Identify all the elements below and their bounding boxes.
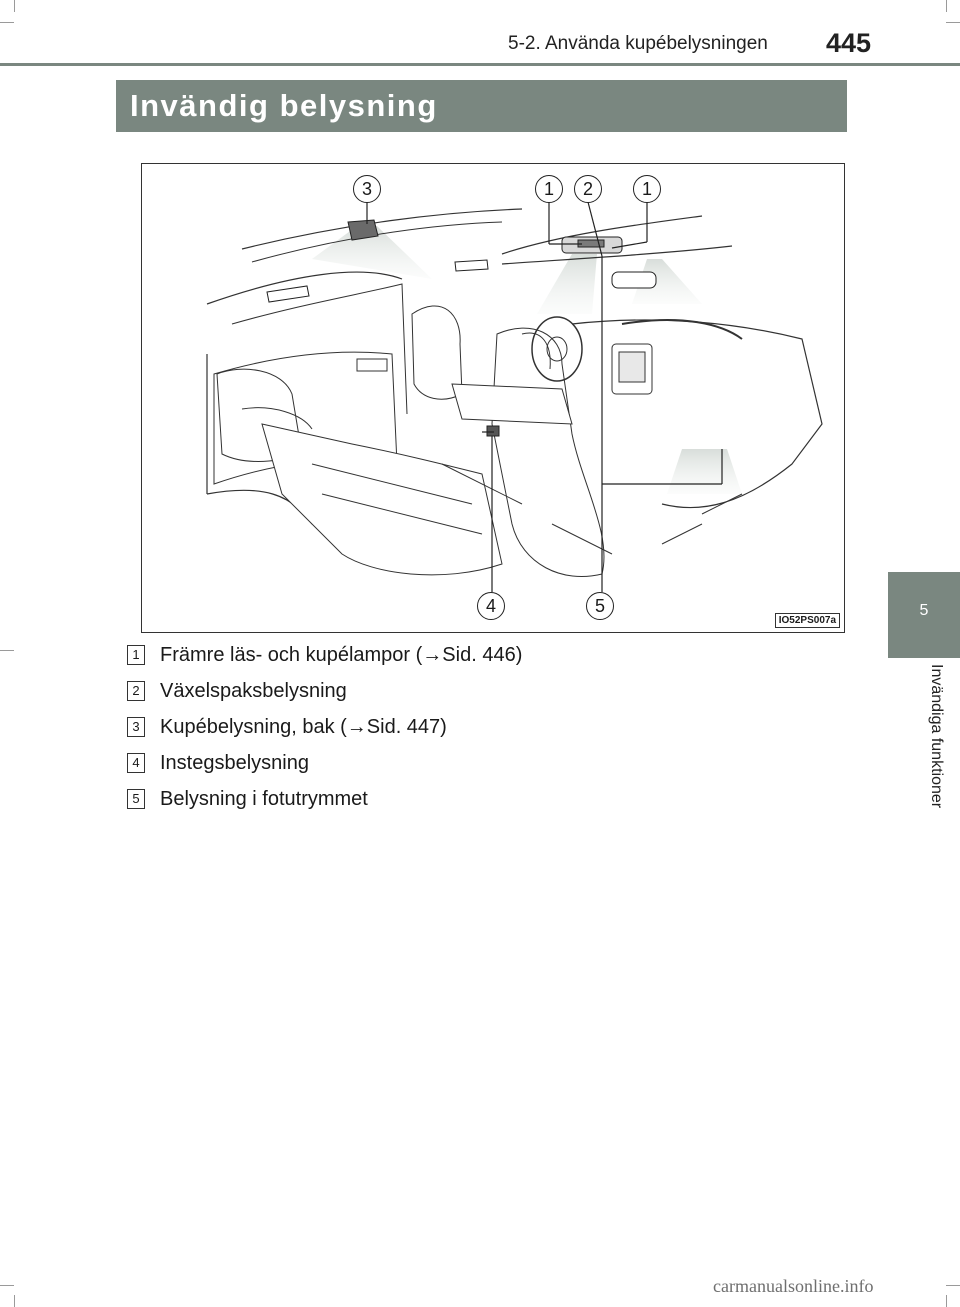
page-number: 445	[826, 28, 872, 58]
crop-mark	[14, 1295, 15, 1307]
legend-number: 3	[127, 717, 145, 737]
crop-mark	[14, 0, 15, 12]
callout-4: 4	[477, 592, 505, 620]
interior-lighting-figure: 3 1 2 1 4 5 IO52PS007a	[141, 163, 845, 633]
crop-mark	[0, 1285, 14, 1286]
legend-number: 1	[127, 645, 145, 665]
legend-item-3: 3 Kupébelysning, bak (→Sid. 447)	[127, 712, 447, 742]
legend-number: 4	[127, 753, 145, 773]
legend-text: Växelspaksbelysning	[160, 679, 347, 702]
chapter-tab: 5	[888, 572, 960, 658]
legend-item-2: 2 Växelspaksbelysning	[127, 676, 347, 706]
crop-mark	[0, 22, 14, 23]
legend-text: Kupébelysning, bak (→Sid. 447)	[160, 715, 447, 738]
crop-mark	[946, 22, 960, 23]
crop-mark	[0, 650, 14, 651]
callout-3: 3	[353, 175, 381, 203]
header-section-title: 5-2. Använda kupébelysningen	[508, 33, 768, 54]
legend-item-4: 4 Instegsbelysning	[127, 748, 309, 778]
callout-5: 5	[586, 592, 614, 620]
section-title-bar: Invändig belysning	[116, 80, 847, 132]
chapter-number: 5	[919, 602, 929, 619]
header-rule	[0, 63, 960, 66]
legend-number: 5	[127, 789, 145, 809]
crop-mark	[946, 1285, 960, 1286]
legend-item-1: 1 Främre läs- och kupélampor (→Sid. 446)	[127, 640, 522, 670]
callout-1-right: 1	[633, 175, 661, 203]
callout-1-left: 1	[535, 175, 563, 203]
crop-mark	[946, 1295, 947, 1307]
legend-text: Belysning i fotutrymmet	[160, 787, 368, 810]
figure-code: IO52PS007a	[774, 613, 840, 628]
watermark: carmanualsonline.info	[713, 1276, 874, 1296]
legend-item-5: 5 Belysning i fotutrymmet	[127, 784, 368, 814]
section-title: Invändig belysning	[130, 88, 438, 123]
crop-mark	[946, 0, 947, 12]
car-interior-illustration	[206, 201, 823, 592]
legend-text: Instegsbelysning	[160, 751, 309, 774]
chapter-label: Invändiga funktioner	[928, 664, 945, 809]
callout-2: 2	[574, 175, 602, 203]
legend-number: 2	[127, 681, 145, 701]
legend-text: Främre läs- och kupélampor (→Sid. 446)	[160, 643, 523, 666]
